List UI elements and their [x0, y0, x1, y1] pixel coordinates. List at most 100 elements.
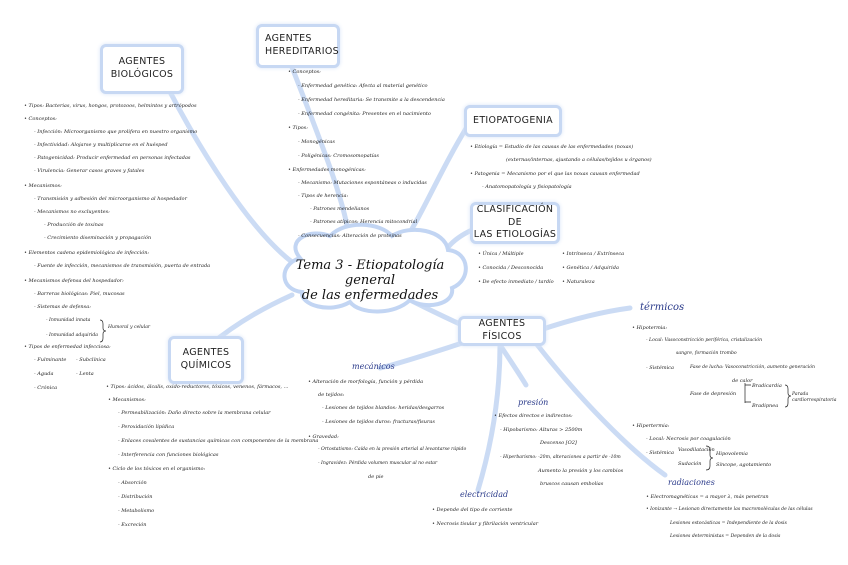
note-line: - Enfermedad hereditaria: Se transmite a… [298, 97, 445, 103]
node-label: LAS ETIOLOGÍAS [473, 229, 557, 241]
note-line: • Efectos directos e indirectos: [494, 413, 573, 419]
note-line: - Hiperbarismo: -20m, alteraciones a par… [500, 455, 621, 460]
node-label: HEREDITARIOS [265, 46, 339, 57]
note-line: - Sistémica [646, 365, 674, 371]
note-line: • Gravedad: [308, 434, 339, 440]
note-line: • Necrosis tisular y fibrilación ventric… [432, 521, 539, 527]
note-line: • Única / Múltiple [478, 251, 524, 257]
note-line: - Local: Vasoconstricción periférica, cr… [646, 338, 763, 343]
note-line: Bradicardia [752, 383, 782, 389]
note-line: • Tipos: ácidos, álcalis, oxido-reductor… [106, 384, 289, 390]
note-line: • Depende del tipo de corriente [432, 507, 513, 513]
bracket-fase-depresion [744, 383, 751, 403]
bracket-bradi [784, 384, 792, 408]
note-line: - Inmunidad innata [46, 318, 91, 323]
note-line: - Transmisión y adhesión del microorgani… [34, 196, 187, 202]
note-line: Vasodilatación [678, 447, 715, 453]
connector-termicos [537, 305, 633, 333]
note-line: • Alteración de morfología, función y pé… [308, 379, 424, 385]
note-line: • Ionizante → Lesionan directamente las … [646, 507, 813, 512]
node-label: AGENTES FÍSICOS [478, 318, 526, 342]
note-line: - Aguda [34, 371, 54, 377]
note-line: (externas/internas, ajustando a células/… [506, 157, 652, 163]
central-topic-line2: de las enfermedades [301, 287, 439, 303]
note-line: - Patogenicidad: Producir enfermedad en … [34, 155, 191, 161]
label-presion: presión [518, 398, 549, 407]
connector-presion [497, 342, 529, 388]
center-cloud [282, 222, 468, 314]
note-line: - Distribución [118, 494, 153, 500]
note-line: - Enlaces covalentes de sustancias quími… [118, 438, 319, 444]
note-line: - Enfermedad genética: Afecta al materia… [298, 83, 428, 89]
note-line: - Mecanismo: Mutaciones espontáneas o in… [298, 180, 427, 186]
connector-radiaciones [532, 339, 668, 478]
note-line: - Metabolismo [118, 508, 155, 514]
note-line: - Producción de toxinas [44, 222, 104, 228]
note-line: • Tipos de enfermedad infecciosa: [24, 344, 111, 350]
note-line: - Ortostatismo: Caída en la presión arte… [318, 447, 467, 452]
note-line: • Hipertermia: [632, 423, 670, 429]
note-line: - Permeabilización: Daño directo sobre l… [118, 410, 271, 416]
note-line: • Patogenia = Mecanismo por el que las n… [470, 171, 640, 177]
node-label: CLASIFICACIÓN DE [476, 203, 554, 228]
note-line: - Absorción [118, 480, 147, 486]
note-line: - Monogénicas [298, 139, 335, 145]
note-line: • Conceptos: [24, 116, 57, 122]
connector-biologicos [165, 85, 295, 265]
note-line: • Elementos cadena epidemiológica de inf… [24, 250, 150, 256]
note-line: - Patrones mendelianos [310, 206, 370, 212]
note-line: - Tipos de herencia: [298, 193, 349, 199]
note-line: • Genética / Adquirida [562, 265, 619, 271]
note-line: - Virulencia: Generar casos graves y fat… [34, 168, 145, 174]
bracket-inmunidad [99, 319, 107, 343]
note-line: - Peroxidación lipídica [118, 424, 175, 430]
note-line: • Conceptos: [288, 69, 321, 75]
node-clasificacion-etiologias: CLASIFICACIÓN DE LAS ETIOLOGÍAS [470, 202, 560, 244]
node-label: AGENTES [182, 347, 230, 359]
node-label: BIOLÓGICOS [110, 69, 174, 80]
note-line: - Hipobarismo: Alturas > 2500m [500, 427, 583, 433]
note-line: - Patrones atípicos: Herencia mitocondri… [310, 219, 418, 225]
node-agentes-fisicos: AGENTES FÍSICOS [458, 316, 546, 346]
note-line: • Tipos: Bacterias, virus, hongos, proto… [24, 103, 197, 109]
note-line: - Local: Necrosis por coagulación [646, 436, 731, 442]
note-line: - Excreción [118, 522, 147, 528]
note-line: • Naturaleza [562, 279, 595, 285]
note-line: Bradipnea [752, 403, 779, 409]
note-line: • Hipotermia: [632, 325, 668, 331]
note-line: Fase de depresión [690, 391, 737, 397]
note-line: - Sistemas de defensa: [34, 304, 91, 310]
note-line: Síncope, agotamiento [716, 462, 772, 468]
node-etiopatogenia: ETIOPATOGENIA [464, 105, 562, 137]
note-line: Aumento la presión y los cambios [538, 468, 624, 474]
note-line: de pie [368, 474, 384, 480]
note-line: - Poligénicas: Cromosomopatías [298, 153, 379, 159]
note-line: • Ciclo de los tóxicos en el organismo: [108, 466, 206, 472]
note-line: - Subclínica [76, 357, 106, 363]
note-line: Fase de lucha: Vasoconstricción, aumento… [690, 365, 815, 370]
note-line: Sudación [678, 461, 702, 467]
note-line: • Mecanismos: [24, 183, 62, 189]
central-topic: Tema 3 - Etiopatología general de las en… [280, 258, 460, 304]
note-line: Parada cardiorrespiratoria [792, 392, 837, 403]
note-line: • Tipos: [288, 125, 308, 131]
note-line: Lesiones deterministas = Dependen de la … [670, 534, 781, 539]
connector-electricidad [475, 342, 503, 493]
note-line: - Lesiones de tejidos duros: fracturas/f… [322, 419, 435, 425]
note-line: - Infección: Microorganismo que prolifer… [34, 129, 198, 135]
note-line: - Infectividad: Alojarse y multiplicarse… [34, 142, 168, 148]
note-line: - Barreras biológicas: Piel, mucosas [34, 291, 125, 297]
note-line: Humoral y celular [108, 325, 151, 330]
note-line: - Crecimiento diseminación y propagación [44, 235, 152, 241]
note-line: - Mecanismos no excluyentes: [34, 209, 110, 215]
label-radiaciones: radiaciones [668, 478, 715, 487]
node-label: QUÍMICOS [180, 360, 232, 371]
note-line: de tejidos: [318, 392, 345, 398]
note-line: de calor [732, 378, 753, 384]
label-electricidad: electricidad [460, 490, 509, 499]
label-mecanicos: mecánicos [352, 362, 395, 371]
node-label: AGENTES [265, 33, 312, 45]
note-line: - Fulminante [34, 357, 67, 363]
note-line: • Conocida / Desconocida [478, 265, 544, 271]
